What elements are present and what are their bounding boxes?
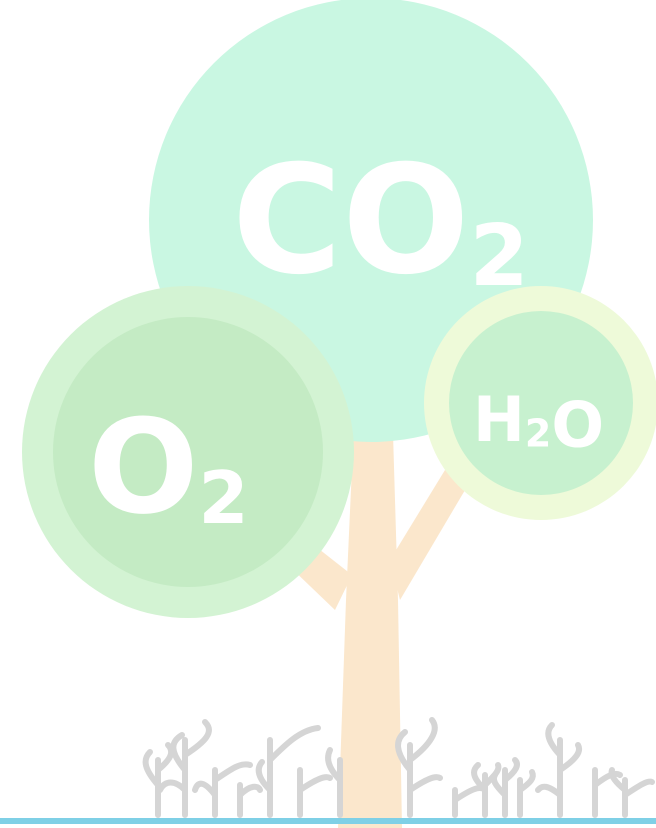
o2-label: O2 xyxy=(88,391,249,543)
h2o-subscript: 2 xyxy=(525,412,551,456)
h2o-bubble: H2O xyxy=(424,286,656,520)
h2o-label: H2O xyxy=(473,383,604,462)
o2-main-text: O xyxy=(88,391,199,543)
o2-bubble: O2 xyxy=(22,286,354,618)
h2o-h-text: H xyxy=(473,383,525,456)
h2o-o-text: O xyxy=(551,389,604,462)
ground-line xyxy=(0,818,656,824)
sprouts-row xyxy=(142,717,655,818)
o2-subscript: 2 xyxy=(199,456,249,540)
co2-main-text: CO xyxy=(232,134,470,308)
